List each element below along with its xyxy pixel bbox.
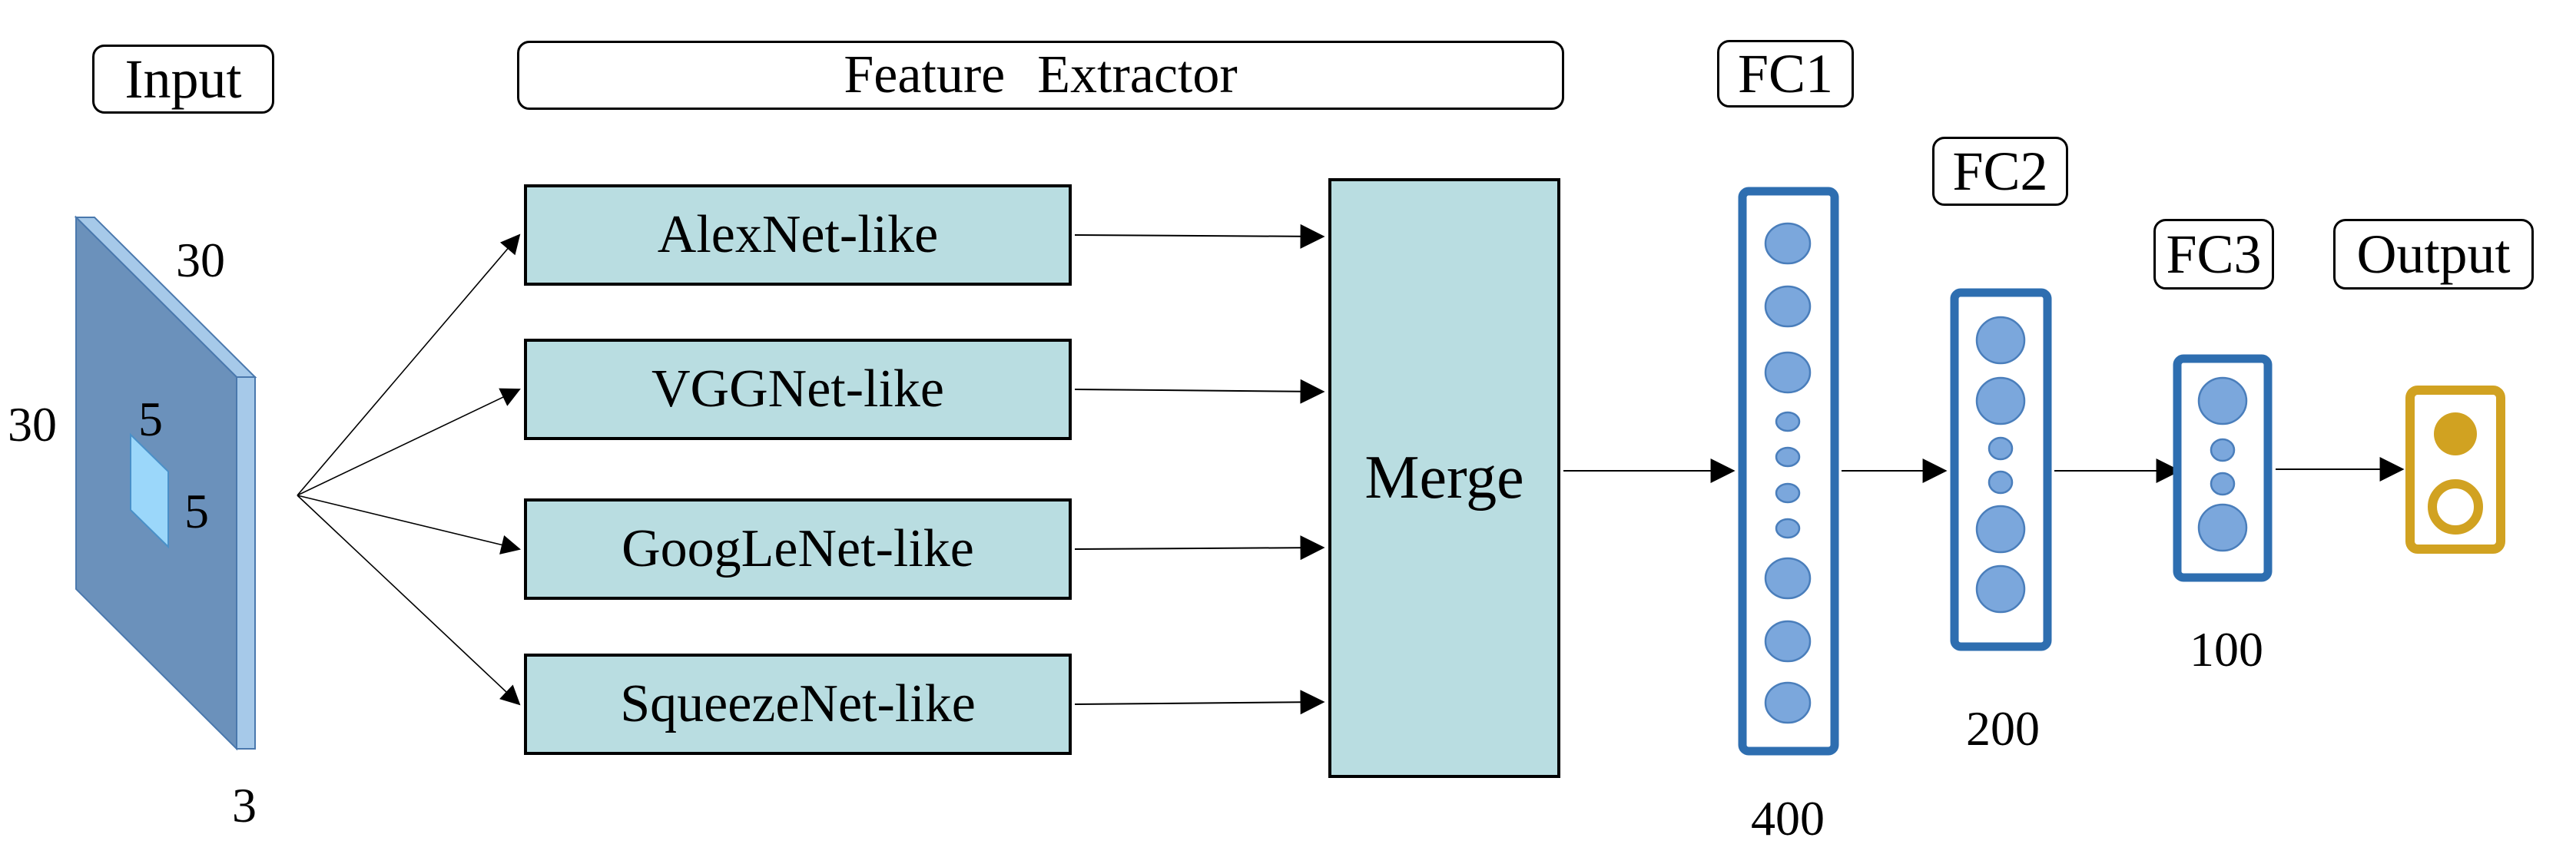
branch-alexnet: AlexNet-like — [524, 184, 1072, 286]
input-slab-side-face — [236, 376, 256, 750]
fc1-units-value: 400 — [1751, 791, 1825, 846]
output-block — [2405, 386, 2505, 554]
branch-squeezenet: SqueezeNet-like — [524, 654, 1072, 755]
branch-vggnet: VGGNet-like — [524, 339, 1072, 440]
fc2-label-text: FC2 — [1952, 140, 2048, 202]
input-fanout-arrows — [297, 233, 521, 706]
feature-extractor-label-text: Feature Extractor — [844, 45, 1238, 104]
patch-height-value: 5 — [184, 484, 209, 538]
input-label-text: Input — [124, 48, 242, 110]
output-neuron-hollow — [2428, 479, 2483, 535]
input-height-value: 30 — [8, 397, 57, 452]
output-neuron-filled — [2434, 412, 2477, 455]
branch-googlenet-text: GoogLeNet-like — [622, 519, 974, 578]
output-label: Output — [2333, 219, 2534, 290]
fc2-units-value: 200 — [1966, 701, 2040, 756]
fc3-units-value: 100 — [2190, 622, 2263, 677]
branch-squeezenet-text: SqueezeNet-like — [620, 674, 976, 733]
branch-vggnet-text: VGGNet-like — [651, 359, 944, 419]
merge-block: Merge — [1328, 178, 1560, 778]
output-label-text: Output — [2356, 223, 2511, 285]
fc3-label: FC3 — [2153, 219, 2274, 290]
merge-block-text: Merge — [1364, 444, 1524, 511]
fc1-label-text: FC1 — [1737, 42, 1834, 104]
fc3-column — [2173, 354, 2273, 582]
fc3-label-text: FC3 — [2166, 223, 2262, 285]
branch-alexnet-text: AlexNet-like — [657, 205, 939, 264]
branch-googlenet: GoogLeNet-like — [524, 498, 1072, 600]
patch-width-value: 5 — [138, 392, 163, 446]
fc1-label: FC1 — [1717, 40, 1854, 108]
input-width-value: 30 — [176, 233, 225, 287]
input-label: Input — [92, 45, 274, 114]
input-patch — [130, 432, 169, 549]
fc1-column — [1738, 187, 1839, 756]
branch-to-merge-arrows — [1074, 223, 1325, 715]
fc2-label: FC2 — [1932, 137, 2068, 206]
fc2-column — [1950, 288, 2052, 651]
input-depth-value: 3 — [232, 778, 257, 833]
fc-chain-arrows — [1563, 457, 2405, 483]
feature-extractor-label: Feature Extractor — [517, 41, 1564, 110]
